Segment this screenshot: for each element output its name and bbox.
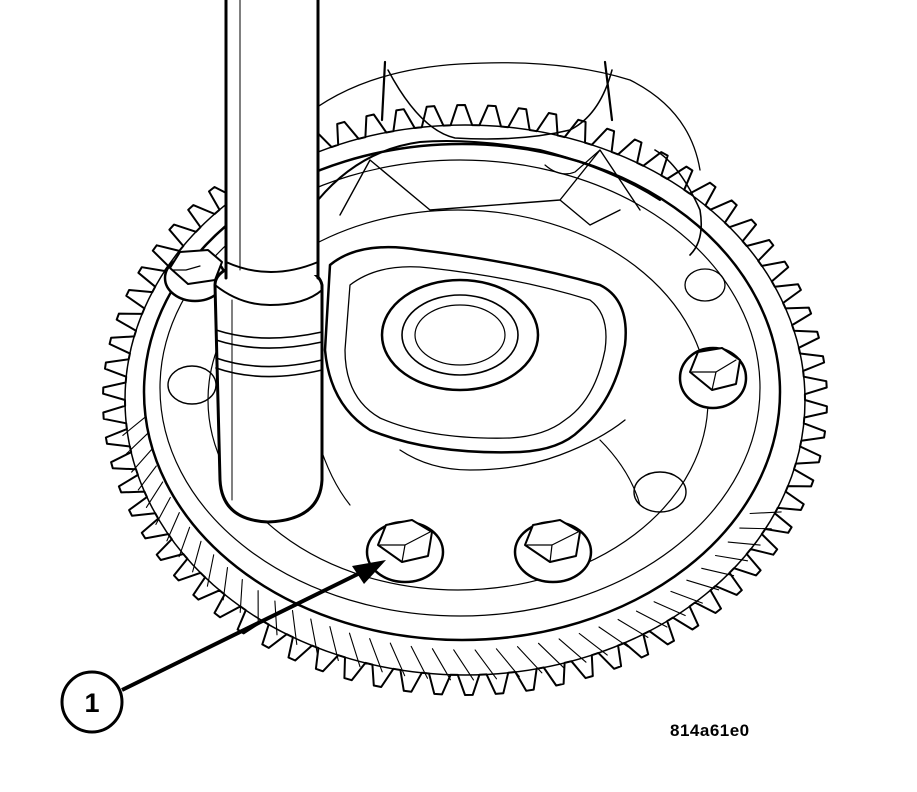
gear-flank-line: [740, 528, 772, 529]
figure-id-label: 814a61e0: [670, 721, 750, 740]
bolt-right-icon: [680, 348, 746, 408]
bolt-bottom-right-icon: [515, 520, 591, 582]
bolt-bottom-left-icon: [367, 520, 443, 582]
torque-wrench-shaft-icon: [215, 0, 322, 522]
callout-1: 1: [62, 672, 122, 732]
callout-1-label: 1: [84, 688, 99, 718]
